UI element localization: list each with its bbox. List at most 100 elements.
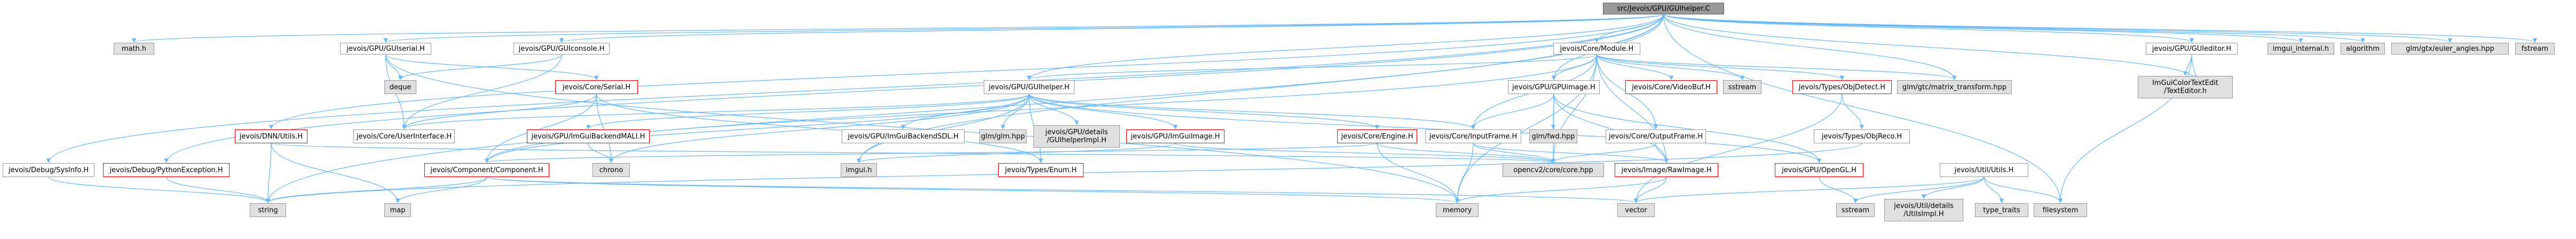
node-sstream_a: sstream <box>1723 80 1761 94</box>
edge-backmali-to-chrono <box>588 143 614 163</box>
node-map: map <box>384 203 411 217</box>
edge-root-to-imgui_internal <box>1663 14 2303 43</box>
edge-guiserial-to-memory <box>385 54 1460 203</box>
node-guieditor[interactable]: jevois/GPU/GUIeditor.H <box>2146 43 2238 55</box>
edge-inputframe-to-rawimage <box>1473 143 1669 163</box>
edge-objdetect-to-objreco <box>1842 94 1864 129</box>
edge-utilutils-to-filesystem <box>1984 176 2063 203</box>
node-typetraits: type_traits <box>1975 203 2028 217</box>
edge-guihelper-to-chrono <box>609 94 1030 163</box>
edge-debugsysinfo-to-string <box>48 176 271 203</box>
edge-root-to-guiconsole <box>559 14 1664 43</box>
node-string: string <box>250 203 286 217</box>
edge-module-to-rawimage <box>1596 54 1669 163</box>
node-typesenum[interactable]: jevois/Types/Enum.H <box>998 163 1084 177</box>
edge-guihelper-to-backmali <box>586 94 1030 129</box>
node-algorithm: algorithm <box>2341 43 2385 55</box>
edge-gpuimage-to-opengl <box>1553 94 1822 163</box>
node-deque: deque <box>384 80 416 94</box>
node-vector: vector <box>1617 203 1655 217</box>
edge-utilutils-to-vector <box>1634 176 1985 203</box>
edge-imguiimage-to-imguih <box>857 143 1176 163</box>
node-videobuf[interactable]: jevois/Core/VideoBuf.H <box>1625 80 1717 94</box>
edge-root-to-algorithm <box>1663 14 2365 43</box>
node-dnnutils[interactable]: jevois/DNN/Utils.H <box>235 129 307 143</box>
node-imguih: imgui.h <box>841 163 877 177</box>
node-module[interactable]: jevois/Core/Module.H <box>1553 43 1640 55</box>
edge-module-to-opencv <box>1551 54 1598 163</box>
edge-root-to-set <box>1663 14 2198 80</box>
node-guihelper[interactable]: jevois/GPU/GUIhelper.H <box>984 80 1074 94</box>
edge-utilutils-to-typetraits <box>1984 176 2004 203</box>
edge-utilutils-to-utilsimpl <box>1921 176 1985 199</box>
node-imgui_internal: imgui_internal.h <box>2267 43 2334 55</box>
node-coreengine[interactable]: jevois/Core/Engine.H <box>1337 129 1417 143</box>
node-debugsysinfo[interactable]: jevois/Debug/SysInfo.H <box>3 163 94 177</box>
edge-pyexc-to-string <box>165 176 271 203</box>
edge-module-to-videobuf <box>1596 54 1674 80</box>
node-filesystem: filesystem <box>2034 203 2087 217</box>
edge-guihelper-to-imguih <box>856 94 1030 163</box>
edge-gpuimage-to-rawimage <box>1553 94 1669 163</box>
edge-coreserial-to-userif <box>401 94 597 129</box>
node-guiserial[interactable]: jevois/GPU/GUIserial.H <box>340 43 431 55</box>
edge-root-to-matrix <box>1663 14 1957 80</box>
edge-guihelper-to-userif <box>402 94 1030 129</box>
edge-root-to-math <box>132 14 1664 43</box>
node-pyexc[interactable]: jevois/Debug/PythonException.H <box>103 163 230 177</box>
edge-module-to-memory <box>1455 54 1598 203</box>
node-glmhpp: glm/glm.hpp <box>979 129 1026 143</box>
node-math: math.h <box>114 43 154 55</box>
node-backmali[interactable]: jevois/GPU/ImGuiBackendMALI.H <box>527 129 650 143</box>
edge-module-to-guihelper <box>1027 54 1598 80</box>
node-objreco[interactable]: jevois/Types/ObjReco.H <box>1814 129 1910 143</box>
node-gpuimage[interactable]: jevois/GPU/GPUimage.H <box>1508 80 1600 94</box>
node-userif[interactable]: jevois/Core/UserInterface.H <box>353 129 455 143</box>
node-glmdetails: jevois/GPU/details /GUIhelperImpl.H <box>1033 125 1120 148</box>
node-guiconsole[interactable]: jevois/GPU/GUIconsole.H <box>513 43 610 55</box>
edge-objdetect-to-vector <box>1633 94 1843 203</box>
node-fstream: fstream <box>2515 43 2555 55</box>
edge-opengl-to-sstream_b <box>1819 176 1858 203</box>
edge-guihelper-to-imguiimage <box>1029 94 1178 129</box>
node-inputframe[interactable]: jevois/Core/InputFrame.H <box>1425 129 1521 143</box>
node-objdetect[interactable]: jevois/Types/ObjDetect.H <box>1792 80 1892 94</box>
edge-guihelper-to-glmdetails <box>1029 94 1079 125</box>
node-chrono: chrono <box>592 163 630 177</box>
node-coreserial[interactable]: jevois/Core/Serial.H <box>555 80 638 94</box>
edge-guihelper-to-glmhpp <box>1000 94 1030 129</box>
edge-coreserial-to-chrono <box>596 94 614 163</box>
edge-root-to-dnnutils <box>268 14 1664 129</box>
edge-root-to-guieditor <box>1663 14 2194 43</box>
node-sstream_b: sstream <box>1836 203 1875 217</box>
edge-component-to-map <box>395 176 487 203</box>
edge-outputframe-to-rawimage <box>1655 143 1669 163</box>
node-fwd: glm/fwd.hpp <box>1529 129 1577 143</box>
edge-guihelper-to-inputframe <box>1029 94 1476 129</box>
edge-dnnutils-to-map <box>271 143 400 203</box>
edge-guiconsole-to-deque <box>398 54 562 80</box>
edge-guiconsole-to-userif <box>401 54 562 129</box>
edge-dnnutils-to-string <box>265 143 272 203</box>
edge-guiserial-to-coreserial <box>385 54 599 80</box>
edge-coreserial-to-component <box>484 94 597 163</box>
node-root: src/Jevois/GPU/GUIhelper.C <box>1603 3 1724 14</box>
node-component[interactable]: jevois/Component/Component.H <box>424 163 549 177</box>
node-outputframe[interactable]: jevois/Core/OutputFrame.H <box>1606 129 1706 143</box>
edge-module-to-sstream_a <box>1596 54 1745 80</box>
node-opencv: opencv2/core/core.hpp <box>1503 163 1604 177</box>
edge-gpuimage-to-inputframe <box>1471 94 1554 129</box>
node-euler: glm/gtx/euler_angles.hpp <box>2391 43 2509 55</box>
node-opengl[interactable]: jevois/GPU/OpenGL.H <box>1775 163 1863 177</box>
edge-dnnutils-to-opencv <box>271 143 1555 163</box>
node-sdl[interactable]: jevois/GPU/ImGuiBackendSDL.H <box>842 129 965 143</box>
node-rawimage[interactable]: jevois/Image/RawImage.H <box>1615 163 1718 177</box>
node-memory: memory <box>1436 203 1479 217</box>
node-utilutils[interactable]: jevois/Util/Utils.H <box>1940 163 2028 177</box>
edge-component-to-vector <box>486 176 1638 203</box>
node-textedit: ImGuiColorTextEdit /TextEditor.h <box>2138 76 2233 98</box>
edge-root-to-filesystem <box>1663 14 2063 203</box>
edge-coreengine-to-memory <box>1377 143 1460 203</box>
edge-imguiimage-to-opencv <box>1175 143 1555 163</box>
node-imguiimage[interactable]: jevois/GPU/ImGuiImage.H <box>1126 129 1224 143</box>
